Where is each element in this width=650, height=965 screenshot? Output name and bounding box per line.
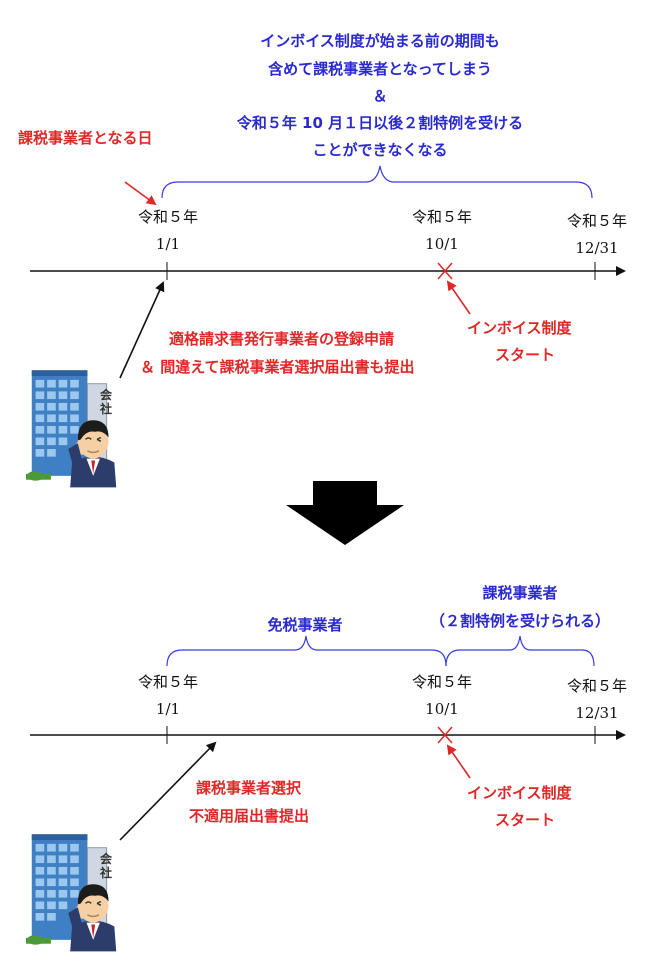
top-note-line-4: 令和５年 10 月１日以後２割特例を受ける [236, 114, 524, 132]
date-day-dec: 12/31 [575, 704, 619, 722]
company-sign-char-2: 社 [99, 402, 112, 416]
taxable-day-label: 課税事業者となる日 [18, 129, 153, 147]
top-timeline [30, 262, 626, 280]
company-sign: 会 社 [97, 388, 115, 416]
invoice-start-line-1: インボイス制度 [467, 319, 572, 337]
date-day-dec: 12/31 [575, 239, 619, 257]
date-day-oct: 10/1 [425, 700, 459, 718]
top-note-line-2: 含めて課税事業者となってしまう [268, 60, 492, 78]
arrow-to-jan-top [124, 181, 157, 206]
date-era-oct: 令和５年 [411, 673, 472, 691]
company-sign: 会 社 [97, 852, 115, 880]
arrow-from-company-top [119, 281, 165, 379]
action-line-2: 不適用届出書提出 [189, 807, 310, 825]
company-sign-char-2: 社 [99, 866, 112, 880]
top-note-line-5: ことができなくなる [312, 141, 448, 159]
invoice-start-line-2: スタート [495, 346, 556, 364]
invoice-start-line-1: インボイス制度 [467, 784, 572, 802]
date-era-jan: 令和５年 [137, 208, 198, 226]
date-day-jan: 1/1 [155, 700, 181, 718]
bottom-timeline [30, 726, 626, 744]
date-era-dec: 令和５年 [566, 677, 627, 695]
exempt-label: 免税事業者 [267, 616, 343, 634]
top-note-line-1: インボイス制度が始まる前の期間も [260, 32, 500, 50]
date-era-jan: 令和５年 [137, 673, 198, 691]
brace-exempt [166, 635, 447, 667]
cross-mark-oct [437, 726, 453, 744]
top-note-line-3: ＆ [372, 87, 388, 105]
brace-taxable [445, 635, 595, 667]
company-sign-char-1: 会 [99, 388, 112, 402]
action-line-2: ＆ 間違えて課税事業者選択届出書も提出 [140, 358, 415, 376]
down-arrow [286, 481, 404, 545]
arrow-to-invoice-bottom [446, 744, 471, 779]
company-sign-char-1: 会 [99, 852, 112, 866]
action-line-1: 適格請求書発行事業者の登録申請 [169, 330, 395, 348]
action-line-1: 課税事業者選択 [196, 779, 302, 797]
date-era-oct: 令和５年 [411, 208, 472, 226]
cross-mark-oct [437, 262, 453, 280]
arrow-from-company-bottom [119, 741, 217, 841]
date-day-jan: 1/1 [155, 235, 181, 253]
arrow-to-invoice-top [446, 280, 471, 315]
taxable-label: 課税事業者 [482, 584, 558, 602]
invoice-start-line-2: スタート [495, 811, 556, 829]
date-era-dec: 令和５年 [566, 212, 627, 230]
brace-top [161, 165, 593, 199]
taxable-sub-label: （２割特例を受けられる） [429, 612, 610, 630]
date-day-oct: 10/1 [425, 235, 459, 253]
